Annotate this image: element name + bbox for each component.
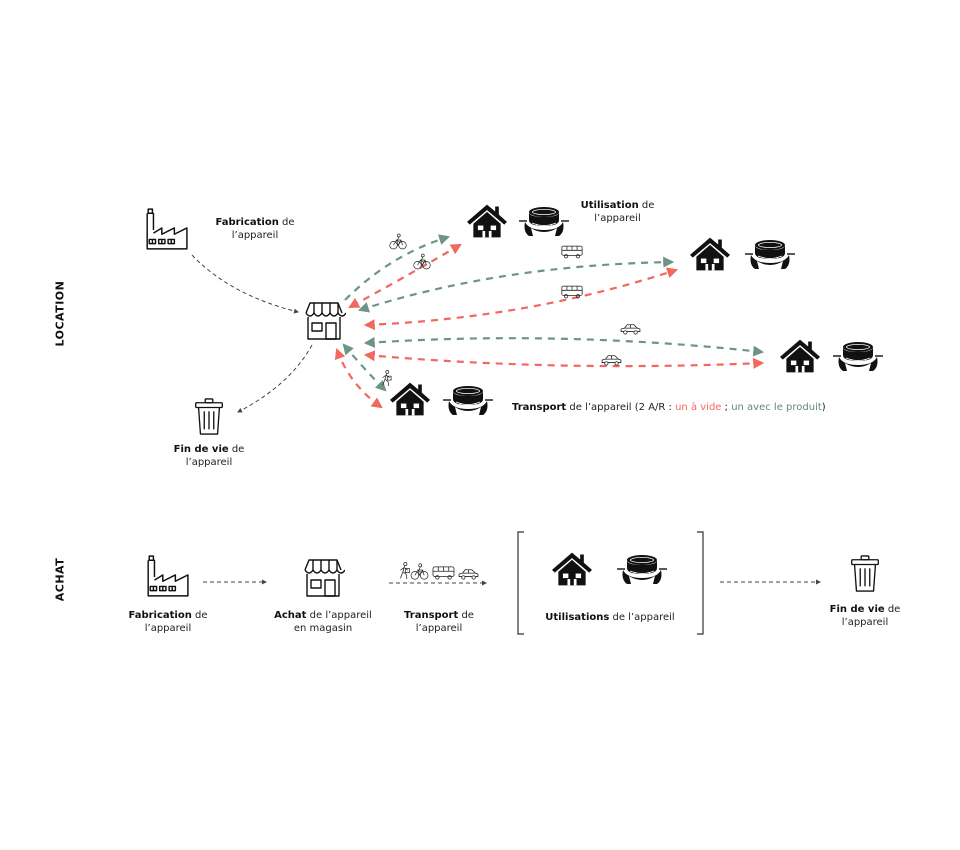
usage-bracket-right [697, 531, 704, 635]
raclette-icon [617, 554, 667, 588]
legend-product-trip: un avec le produit [731, 402, 822, 413]
house-icon [552, 551, 592, 587]
trip-empty-home-2 [363, 267, 679, 331]
car-icon [458, 569, 479, 580]
factory-icon [144, 555, 190, 597]
trip-empty-home-4 [334, 347, 383, 409]
usage-bracket-left [517, 531, 524, 635]
walking-icon [400, 562, 410, 580]
arrow-shop-to-trash [237, 344, 313, 413]
arrow-factory-to-shop [191, 254, 299, 314]
transport-legend: Transport de l’appareil (2 A/R : un à vi… [512, 402, 826, 413]
legend-empty-trip: un à vide [675, 402, 722, 413]
trash-icon [849, 555, 881, 593]
shop-icon [301, 558, 345, 598]
trip-empty-home-3 [363, 350, 765, 369]
bus-icon [432, 566, 455, 580]
bicycle-icon [410, 563, 429, 580]
trip-product-home-3 [363, 336, 765, 357]
achat-step-usage: Utilisations de l’appareil [545, 612, 675, 623]
